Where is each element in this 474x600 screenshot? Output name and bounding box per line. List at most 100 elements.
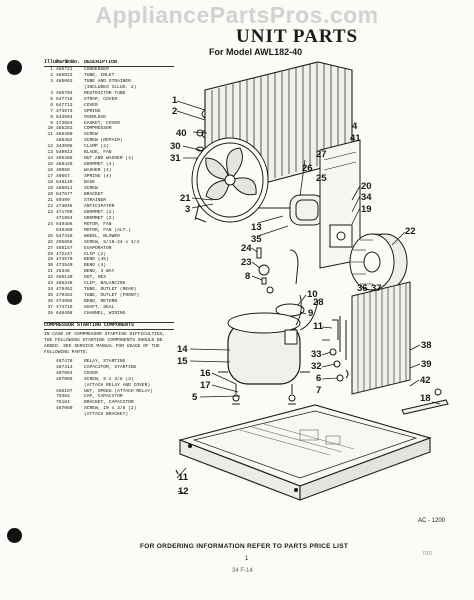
compressor <box>218 294 319 394</box>
part-no-cell: 471709 <box>56 209 73 215</box>
part-no-cell: 547418 <box>56 233 73 239</box>
part-no-cell: 473046 <box>56 203 73 209</box>
description-cell: TUBE, OUTLET (FRONT) <box>84 293 140 299</box>
illus-no-cell: 14 <box>47 156 53 162</box>
part-no-cell: 486197 <box>56 388 73 394</box>
description-cell: OVERLOAD <box>84 114 107 120</box>
description-cell: COVER <box>84 370 98 376</box>
part-no-cell: 485063 <box>56 78 73 84</box>
small-fasteners <box>256 247 305 317</box>
callout-20: 20 <box>361 181 372 192</box>
illus-no-cell: 1 <box>50 66 53 72</box>
description-cell: MOTOR, FAN (ALT.) <box>84 227 131 233</box>
evaporator-coil <box>329 281 411 395</box>
description-cell: COMPRESSOR <box>84 126 112 132</box>
description-cell: GASKET, COVER <box>84 120 120 126</box>
compressor-starting-components: COMPRESSOR STARTING COMPONENTS IN CASE O… <box>44 322 174 418</box>
part-no-cell: 75184 <box>56 400 70 406</box>
description-cell: GROMMET (2) <box>84 215 115 221</box>
part-no-cell: 295855 <box>56 239 73 245</box>
description-cell: BEND (45) <box>84 257 109 263</box>
illus-no-cell: 20 <box>47 191 53 197</box>
callout-19: 19 <box>361 204 372 215</box>
illus-no-cell: 11 <box>47 132 53 138</box>
model-subtitle: For Model AWL182-40 <box>209 47 303 57</box>
callout-27: 27 <box>316 149 327 160</box>
binder-hole-middle <box>7 290 22 305</box>
description-cell: BASE <box>84 180 96 186</box>
description-cell: SCREW <box>84 186 98 192</box>
description-cell: COVER <box>84 102 98 108</box>
callout-21: 21 <box>180 193 191 204</box>
description-cell: BEND (4) <box>84 263 107 269</box>
callout-34: 34 <box>361 192 372 203</box>
part-no-cell: 648408 <box>56 311 73 317</box>
description-cell: WASHER (4) <box>84 168 112 174</box>
callout-1: 1 <box>172 95 178 106</box>
binder-hole-bottom <box>7 528 22 543</box>
description-cell: SCREW, 5/16-24 x 1/4 <box>84 239 140 245</box>
part-no-cell: 486482 <box>56 138 73 144</box>
description-cell: WHEEL, BLOWER <box>84 233 120 239</box>
description-cell: SPRING <box>84 108 101 114</box>
description-cell: BRACKET <box>84 191 104 197</box>
part-no-cell: 485157 <box>56 245 73 251</box>
callout-14: 14 <box>177 344 188 355</box>
part-no-cell: 648140 <box>56 180 73 186</box>
description-cell: CAPACITOR, STARTING <box>84 364 137 370</box>
description-cell: GROMMET (2) <box>84 209 115 215</box>
illus-no-cell: 33 <box>47 281 53 287</box>
handwritten-note: 34 F-14 <box>232 568 253 574</box>
description-cell: ANTICIPATOR <box>84 203 115 209</box>
callout-2: 2 <box>172 106 178 117</box>
compressor-part-row: 75184 BRACKET, CAPACITOR <box>44 400 174 406</box>
callout-9: 9 <box>308 308 314 319</box>
part-no-cell: 488811 <box>56 186 73 192</box>
illus-no-cell: 3 <box>50 78 53 84</box>
description-cell: CLIP (2) <box>84 251 107 257</box>
description-cell: RELAY, STARTING <box>84 358 126 364</box>
illus-no-cell: 37 <box>47 305 53 311</box>
illus-no-cell: 24 <box>47 221 53 227</box>
description-cell: TUBE, INLET <box>84 72 115 78</box>
description-cell: CHANNEL, WIRING <box>84 311 126 317</box>
callout-36: 36 <box>357 283 368 294</box>
description-cell: (INCLUDES ILLUS. 2) <box>84 84 137 90</box>
callout-16: 16 <box>200 368 211 379</box>
compressor-section-heading: COMPRESSOR STARTING COMPONENTS <box>44 322 174 330</box>
part-no-cell: 473684 <box>56 120 73 126</box>
description-cell: CLIP, BALANCING <box>84 281 126 287</box>
description-cell: RESTRICTOR TUBE <box>84 90 126 96</box>
illus-no-cell: 17 <box>47 174 53 180</box>
callout-4: 4 <box>352 121 358 132</box>
compressor-part-row: (ATTACH BRACKET) <box>44 412 174 418</box>
callout-39: 39 <box>421 359 432 370</box>
description-cell: EVAPORATOR <box>84 245 112 251</box>
description-cell: BRACKET, CAPACITOR <box>84 400 134 406</box>
description-cell: NUT, SPEED (ATTACH RELAY) <box>84 388 153 394</box>
callout-17: 17 <box>200 380 211 391</box>
blower-wheel <box>349 233 408 291</box>
part-no-cell: 79364 <box>56 394 70 400</box>
illus-no-cell: 26 <box>47 239 53 245</box>
callout-30: 30 <box>170 141 181 152</box>
